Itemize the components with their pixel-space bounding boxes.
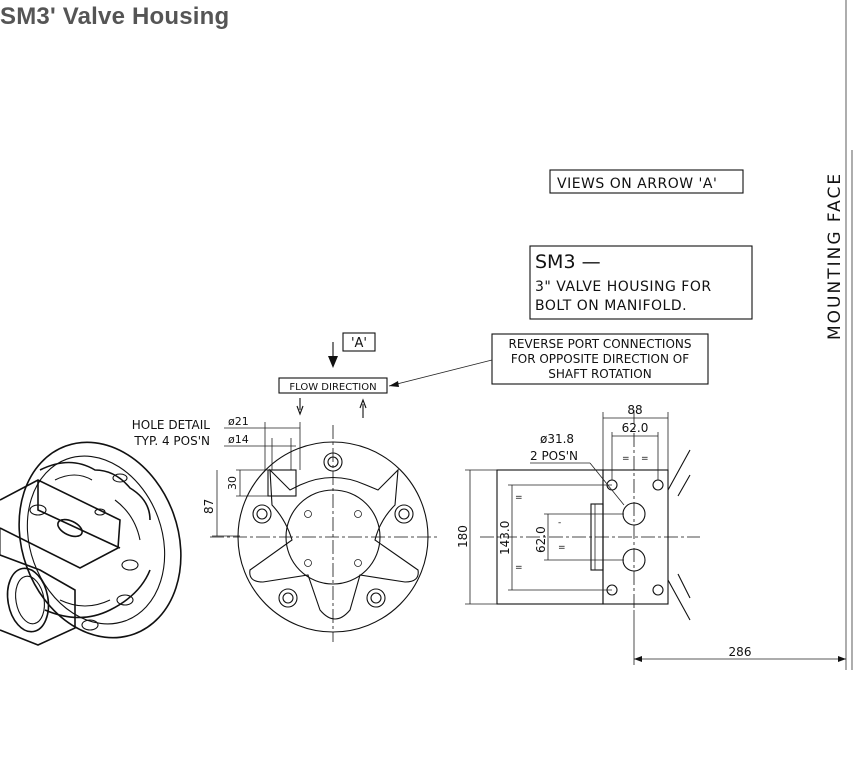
- dimension-286: 286: [729, 645, 752, 659]
- model-description-box: SM3 — 3" VALVE HOUSING FOR BOLT ON MANIF…: [529, 245, 753, 320]
- flange-bolt: [278, 588, 298, 608]
- dimension-88: 88: [627, 403, 642, 417]
- flange-bolt: [323, 452, 343, 472]
- mounting-face-label: MOUNTING FACE: [825, 172, 845, 340]
- model-line-2: 3" VALVE HOUSING FOR: [535, 279, 712, 295]
- dimension-143: 143.0: [498, 521, 512, 555]
- reverse-port-note-box: REVERSE PORT CONNECTIONS FOR OPPOSITE DI…: [388, 333, 709, 387]
- dimension-62-top: 62.0: [622, 421, 649, 435]
- model-line-3: BOLT ON MANIFOLD.: [535, 298, 687, 314]
- reverse-line-3: SHAFT ROTATION: [548, 367, 651, 381]
- side-view-dimensions: 88 62.0 ø31.8 2 POS'N 180 143.0 62.0 286: [456, 403, 846, 665]
- hole-detail-line-1: HOLE DETAIL: [132, 418, 211, 432]
- dimension-d31-8: ø31.8: [540, 432, 574, 446]
- dimension-2-posn: 2 POS'N: [530, 449, 578, 463]
- reverse-line-1: REVERSE PORT CONNECTIONS: [509, 337, 692, 351]
- svg-text:=: =: [622, 454, 630, 464]
- svg-text:=: =: [515, 493, 523, 503]
- dimension-d21: ø21: [228, 415, 249, 428]
- isometric-view: [0, 441, 182, 646]
- hole-detail: HOLE DETAIL TYP. 4 POS'N ø21 ø14 30 87: [132, 415, 301, 537]
- dimension-d30: 30: [226, 476, 239, 490]
- arrow-a: 'A': [328, 332, 376, 368]
- dimension-180: 180: [456, 525, 470, 548]
- drawing-frame: [845, 0, 853, 670]
- flange-bolt: [252, 504, 272, 524]
- side-view: = = = = - =: [480, 410, 700, 621]
- front-view: [210, 425, 440, 642]
- reverse-line-2: FOR OPPOSITE DIRECTION OF: [511, 352, 689, 366]
- model-line-1: SM3 —: [535, 251, 601, 273]
- views-on-arrow-label: VIEWS ON ARROW 'A': [557, 176, 717, 192]
- dimension-d87: 87: [202, 499, 216, 514]
- arrow-a-label: 'A': [351, 336, 367, 351]
- flow-direction-label: FLOW DIRECTION: [289, 382, 376, 393]
- dimension-d14: ø14: [228, 433, 249, 446]
- svg-text:=: =: [641, 454, 649, 464]
- dimension-62-side: 62.0: [534, 526, 548, 553]
- svg-text:=: =: [515, 563, 523, 573]
- flange-bolt: [394, 504, 414, 524]
- svg-text:=: =: [558, 543, 566, 553]
- flange-bolt: [366, 588, 386, 608]
- page-title: SM3' Valve Housing: [0, 3, 230, 30]
- flow-direction-box: FLOW DIRECTION: [278, 377, 388, 418]
- views-on-arrow-box: VIEWS ON ARROW 'A': [549, 169, 744, 194]
- svg-text:-: -: [558, 518, 561, 528]
- hole-detail-line-2: TYP. 4 POS'N: [133, 434, 210, 448]
